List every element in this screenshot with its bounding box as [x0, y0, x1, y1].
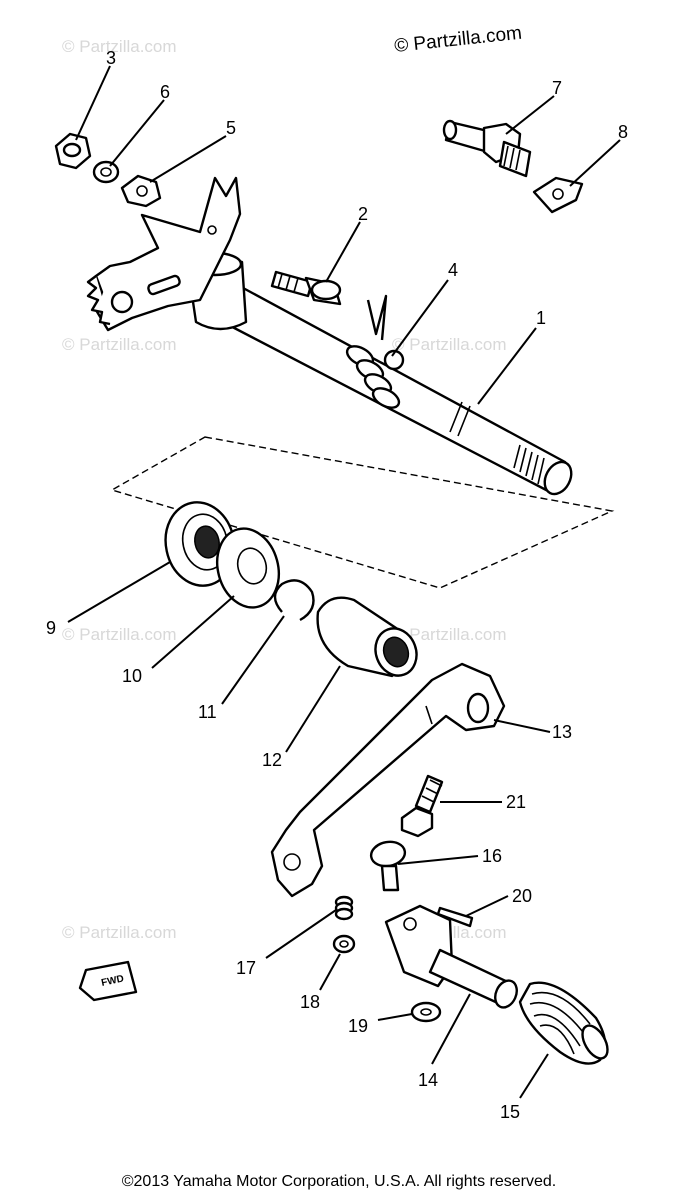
- brand-watermark: © Partzilla.com: [393, 23, 523, 57]
- lock-washer-5: [120, 174, 162, 208]
- watermark: © Partzilla.com: [392, 335, 507, 354]
- spring-17: [334, 895, 354, 921]
- callout-21: 21: [506, 792, 526, 812]
- callout-14: 14: [418, 1070, 438, 1090]
- shift-pedal-14: [384, 904, 518, 1009]
- washer-6: [92, 160, 120, 184]
- callout-2: 2: [358, 204, 368, 224]
- callout-6: 6: [160, 82, 170, 102]
- callout-11: 11: [198, 702, 217, 722]
- callout-3: 3: [106, 48, 116, 68]
- bolt-21: [400, 774, 444, 838]
- washer-10: [216, 527, 280, 609]
- callout-18: 18: [300, 992, 320, 1012]
- callout-16: 16: [482, 846, 502, 866]
- spring-4: [345, 294, 405, 409]
- watermarks: © Partzilla.com © Partzilla.com © Partzi…: [62, 37, 507, 942]
- callout-4: 4: [448, 260, 458, 280]
- bolt-2: [270, 270, 342, 306]
- lock-plate-8: [532, 176, 584, 214]
- callout-10: 10: [122, 666, 142, 686]
- circlip-11: [273, 579, 315, 622]
- collar-12: [316, 596, 418, 678]
- assembly-outline: [110, 436, 615, 589]
- fwd-label: FWD: [100, 973, 125, 988]
- callout-15: 15: [500, 1102, 520, 1122]
- callout-7: 7: [552, 78, 562, 98]
- callout-17: 17: [236, 958, 256, 978]
- nut-3: [54, 132, 92, 170]
- watermark: © Partzilla.com: [392, 625, 507, 644]
- callout-1: 1: [536, 308, 546, 328]
- stud-bolt-7: [442, 119, 532, 178]
- fwd-arrow-icon: FWD: [78, 960, 138, 1002]
- callout-20: 20: [512, 886, 532, 906]
- cotter-pin-20: [436, 906, 474, 928]
- callout-12: 12: [262, 750, 282, 770]
- watermark: © Partzilla.com: [62, 625, 177, 644]
- callout-5: 5: [226, 118, 236, 138]
- washer-18: [332, 934, 356, 954]
- copyright-notice: ©2013 Yamaha Motor Corporation, U.S.A. A…: [122, 1173, 557, 1190]
- pedal-rubber-15: [518, 981, 609, 1065]
- callout-8: 8: [618, 122, 628, 142]
- callout-13: 13: [552, 722, 572, 742]
- callout-19: 19: [348, 1016, 368, 1036]
- leader-lines: [67, 65, 621, 1099]
- callout-9: 9: [46, 618, 56, 638]
- shift-arm-13: [270, 662, 506, 898]
- watermark: © Partzilla.com: [62, 37, 177, 56]
- watermark: © Partzilla.com: [62, 923, 177, 942]
- pin-16: [369, 840, 407, 892]
- callouts: 3 6 5 2 4 1 7 8 9 10 11 12 13 21 16 20 1…: [46, 48, 628, 1122]
- watermark: © Partzilla.com: [62, 335, 177, 354]
- washer-19: [410, 1001, 442, 1023]
